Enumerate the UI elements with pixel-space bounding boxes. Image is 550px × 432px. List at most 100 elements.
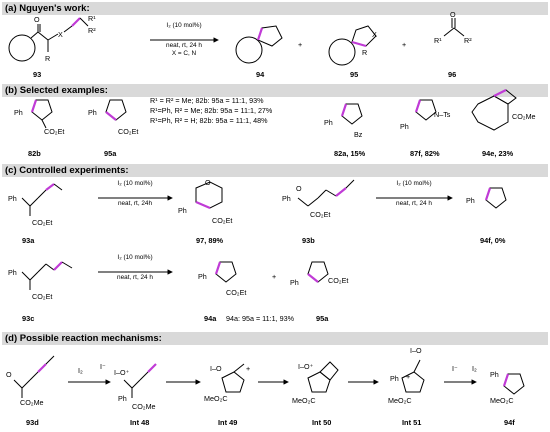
r1-label-96: R¹ [434,36,442,45]
co2me-label-94e: CO₂Me [512,112,536,121]
meo2c-label-int49: MeO₂C [204,394,228,403]
int-50-label: Int 50 [312,418,332,427]
compound-94-label: 94 [256,70,265,79]
co2et-label-94a: CO₂Et [226,288,247,297]
compound-95a-structure-c [307,261,329,283]
compound-94f-structure-d [502,373,525,395]
ratio-label-94a-95a: 94a: 95a = 11:1, 93% [226,314,295,323]
ph-label-87f: Ph [400,122,409,131]
substrate-note-1: R¹ = R² = Me; 82b: 95a = 11:1, 93% [150,96,264,105]
r1-label: R¹ [88,14,96,23]
bz-label-82a: Bz [354,130,363,139]
compound-95-structure [328,25,377,66]
compound-82a-structure [340,103,363,125]
compound-93c-label: 93c [22,314,35,323]
co2et-label-93b: CO₂Et [310,210,331,219]
compound-94e-label: 94e, 23% [482,149,514,158]
compound-97-structure [195,181,223,210]
carbonyl-oxygen-label: O [34,15,40,24]
co2et-label-95a: CO₂Et [118,127,139,136]
ph-label-94a: Ph [198,272,207,281]
compound-93c-structure [21,261,73,290]
compound-87f-structure [414,99,437,121]
compound-94f-structure-c [484,187,507,209]
compound-93b-structure [297,179,355,207]
iodine-product-label: I₂ [472,364,477,373]
compound-94e-structure [471,89,517,131]
conditions-c3-bottom: neat, rt, 24 h [117,274,153,281]
int-51-structure [401,359,425,393]
ph-label-int48: Ph [118,394,127,403]
ph-label-93a: Ph [8,194,17,203]
co2et-label-93c: CO₂Et [32,292,53,301]
nts-label-87f: N–Ts [434,110,451,119]
compound-96-label: 96 [448,70,457,79]
co2me-label-93d: CO₂Me [20,398,44,407]
ph-label-82a: Ph [324,118,333,127]
compound-95a-label-b: 95a [104,149,117,158]
co2et-label-82b: CO₂Et [44,127,65,136]
int-49-label: Int 49 [218,418,238,427]
section-c-header: (c) Controlled experiments: [2,164,548,177]
compound-82b-structure [30,99,53,129]
compound-94f-label-d: 94f [504,418,515,427]
plus-sign-c: + [272,272,277,281]
oxygen-label-97: O [205,178,211,187]
oxygen-label-93b: O [296,184,302,193]
ph-label-82b: Ph [14,108,23,117]
plus-sign-a1: + [298,40,303,49]
ph-label-97: Ph [178,206,187,215]
compound-94f-label-c: 94f, 0% [480,236,506,245]
r2-label: R² [88,26,96,35]
conditions-c2-bottom: neat, rt, 24 h [396,200,432,207]
ph-label-int51: Ph [390,374,399,383]
ph-label-95a-c: Ph [290,278,299,287]
compound-93b-label: 93b [302,236,315,245]
conditions-a-mid: neat, rt, 24 h [166,42,202,49]
oxygen-label-93d: O [6,370,12,379]
x-atom-label-95: X [372,30,377,39]
x-atom-label: X [58,30,63,39]
section-a-header: (a) Nguyen's work: [2,2,548,15]
conditions-c1-bottom: neat, rt, 24h [117,200,153,207]
plus-sign-a2: + [402,40,407,49]
compound-93-structure [8,17,89,62]
co2et-label-95a-c: CO₂Et [328,276,349,285]
compound-95a-label-c: 95a [316,314,329,323]
iodine-reagent-label: I₂ [78,366,83,375]
int-48-structure [123,363,157,398]
co2et-label-93a: CO₂Et [32,218,53,227]
iodine-oxonium-label: I–O⁺ [114,368,130,377]
substrate-note-3: R¹=Ph, R² = H; 82b: 95a = 11:1, 48% [150,116,268,125]
conditions-c2-top: I₂ (10 mol%) [396,180,432,187]
compound-93-label: 93 [33,70,42,79]
iodo-ether-label-49: I–O [210,364,222,373]
r-label-95: R [362,48,368,57]
cation-label-int51: + [406,372,411,381]
compound-93a-structure [21,183,63,216]
iodo-oxonium-label-50: I–O⁺ [298,362,314,371]
conditions-c3-top: I₂ (10 mol%) [117,254,153,261]
cation-label-int49: + [246,364,251,373]
meo2c-label-int50: MeO₂C [292,396,316,405]
ph-label-94f: Ph [466,196,475,205]
co2et-label-97: CO₂Et [212,216,233,225]
int-48-label: Int 48 [130,418,150,427]
int-50-structure [307,361,339,393]
compound-87f-label: 87f, 82% [410,149,440,158]
compound-95-label: 95 [350,70,359,79]
conditions-a-bottom: X = C, N [171,50,197,57]
compound-82b-label: 82b [28,149,41,158]
compound-93d-structure [13,355,55,398]
ph-label-95a: Ph [88,108,97,117]
ketone-oxygen-label: O [450,10,456,19]
iodide-label-1: I⁻ [100,362,106,371]
compound-94-structure [235,25,283,64]
ph-label-93b: Ph [282,194,291,203]
meo2c-label-94f-d: MeO₂C [490,396,514,405]
compound-93a-label: 93a [22,236,35,245]
conditions-c1-top: I₂ (10 mol%) [117,180,153,187]
ph-label-94f-d: Ph [490,370,499,379]
compound-94a-label: 94a [204,314,217,323]
